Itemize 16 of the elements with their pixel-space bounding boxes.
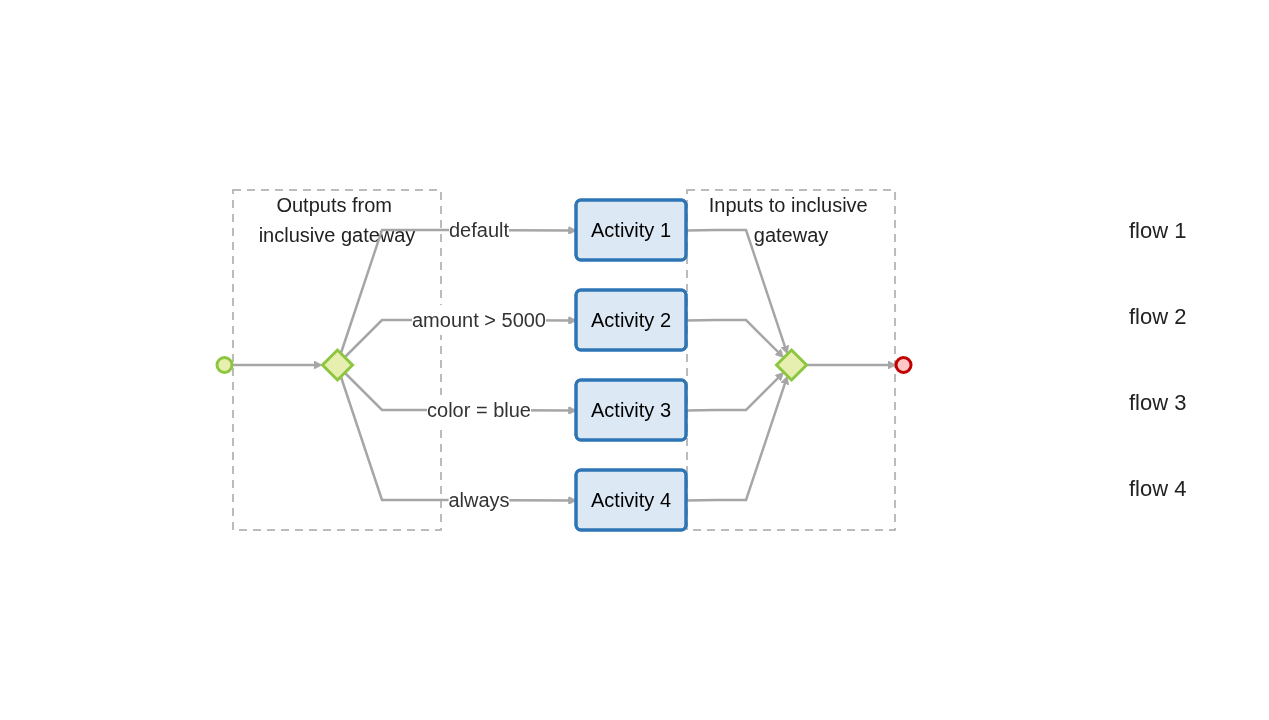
node-diamond (774, 347, 810, 383)
lane-label: flow 3 (1129, 390, 1188, 416)
node-circle (216, 356, 234, 374)
edge-label: default (449, 219, 510, 241)
arrow (687, 318, 785, 358)
arrow (687, 375, 790, 502)
lane-label: flow 1 (1129, 218, 1188, 244)
node-circle (895, 356, 913, 374)
lane-label: flow 2 (1129, 304, 1188, 330)
node-diamond (320, 347, 356, 383)
arrow (687, 372, 785, 412)
arrow (232, 360, 323, 370)
lane-label: flow 4 (1129, 476, 1188, 502)
edge-label: always (448, 489, 511, 511)
arrow (806, 360, 897, 370)
arrow (687, 228, 790, 355)
